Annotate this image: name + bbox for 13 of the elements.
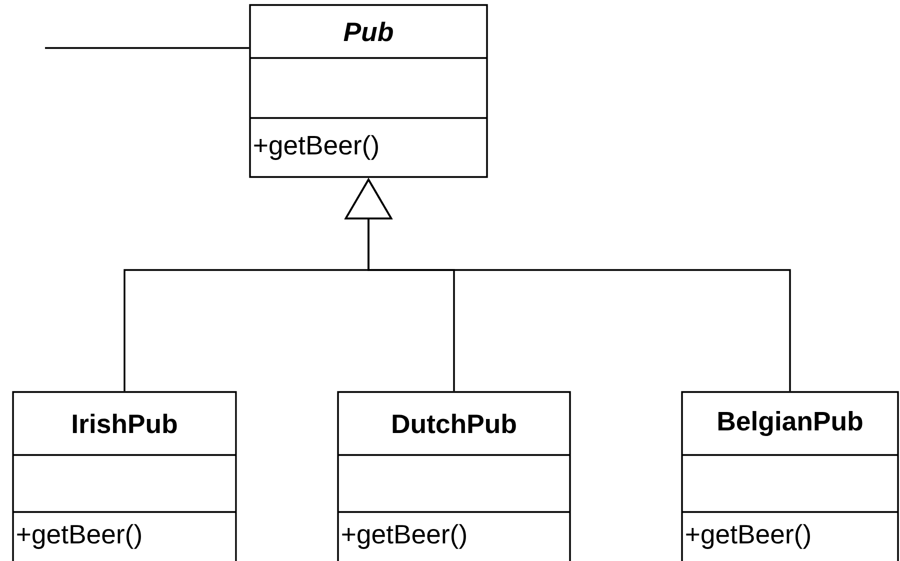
class-box: [249, 4, 488, 178]
line: [45, 47, 250, 49]
method-text: +getBeer(): [686, 524, 810, 549]
class-box: [681, 391, 899, 561]
method-text: +getBeer(): [17, 524, 141, 549]
class-name: Pub: [344, 22, 393, 42]
class-name: DutchPub: [392, 414, 516, 434]
class-box: [12, 391, 237, 561]
method-text: +getBeer(): [254, 135, 378, 160]
class-name: IrishPub: [72, 414, 177, 434]
class-name: BelgianPub: [718, 411, 862, 436]
method-text: +getBeer(): [342, 524, 466, 549]
class-box: [337, 391, 571, 561]
